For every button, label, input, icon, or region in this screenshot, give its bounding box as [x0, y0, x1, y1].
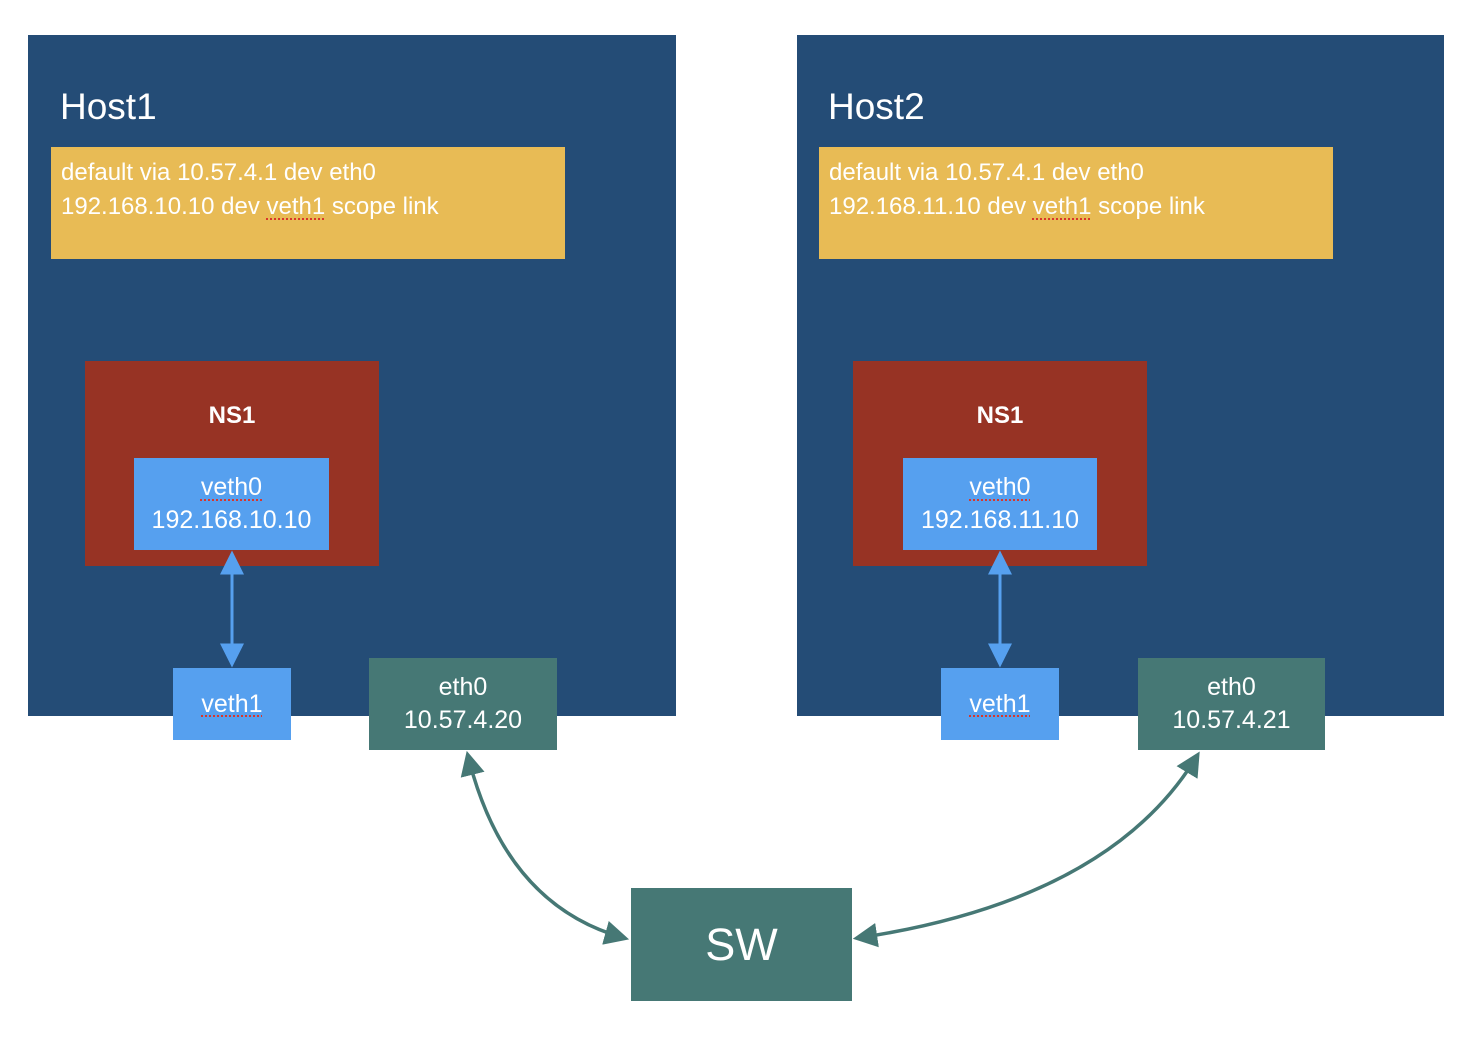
- host2-route-veth: 192.168.11.10 dev veth1 scope link: [829, 190, 1205, 224]
- host1-ns-veth0-ip: 192.168.10.10: [151, 506, 312, 534]
- host2-route-veth-iface: veth1: [1032, 193, 1092, 220]
- switch-label: SW: [705, 918, 778, 970]
- host1-title: Host1: [60, 86, 157, 127]
- host2-title: Host2: [828, 86, 925, 127]
- host1-route-table: default via 10.57.4.1 dev eth0 192.168.1…: [51, 147, 565, 259]
- host2-ns-veth0: veth0 192.168.11.10: [903, 458, 1097, 550]
- host1-eth0: eth0 10.57.4.20: [369, 658, 557, 750]
- host2-route-table: default via 10.57.4.1 dev eth0 192.168.1…: [819, 147, 1333, 259]
- host1-eth0-name: eth0: [438, 673, 488, 701]
- host2-ns-veth0-ip: 192.168.11.10: [920, 506, 1080, 534]
- host1-route-veth-suffix: scope link: [325, 193, 439, 220]
- host2-eth0-ip: 10.57.4.21: [1172, 706, 1291, 734]
- host2-route-default: default via 10.57.4.1 dev eth0: [829, 159, 1144, 186]
- host1-veth1-name: veth1: [201, 689, 263, 718]
- host1-namespace-title: NS1: [208, 402, 256, 429]
- host2-ns-veth0-name: veth0: [969, 473, 1031, 501]
- host1-eth0-switch-link: [460, 750, 630, 945]
- host1-route-veth: 192.168.10.10 dev veth1 scope link: [61, 190, 439, 224]
- host2-namespace-title: NS1: [976, 402, 1024, 429]
- host2-eth0: eth0 10.57.4.21: [1138, 658, 1325, 750]
- host1-route-veth-iface: veth1: [266, 193, 326, 220]
- host1-ns-veth0: veth0 192.168.10.10: [134, 458, 329, 550]
- host1-veth1: veth1: [173, 668, 291, 740]
- host2-route-veth-suffix: scope link: [1091, 193, 1205, 220]
- host1-ns-veth0-name: veth0: [200, 473, 263, 501]
- host1-eth0-ip: 10.57.4.20: [403, 706, 523, 734]
- host2-eth0-name: eth0: [1207, 673, 1256, 701]
- host2-veth1-name: veth1: [969, 689, 1031, 718]
- host2-route-veth-prefix: 192.168.11.10 dev: [829, 193, 1033, 220]
- host2-veth1: veth1: [941, 668, 1059, 740]
- host1-route-veth-prefix: 192.168.10.10 dev: [61, 193, 267, 220]
- switch-box: SW: [631, 888, 852, 1001]
- host1-route-default: default via 10.57.4.1 dev eth0: [61, 159, 376, 186]
- host2-eth0-switch-link: [852, 751, 1200, 948]
